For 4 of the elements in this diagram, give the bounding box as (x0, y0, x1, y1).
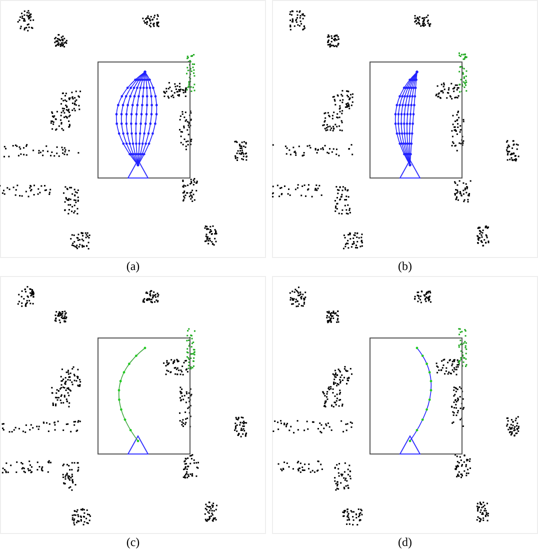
panel-label: (a) (125, 259, 141, 274)
panel-label: (d) (397, 535, 413, 550)
panel-label: (c) (125, 535, 141, 550)
panel-label: (b) (397, 259, 413, 274)
